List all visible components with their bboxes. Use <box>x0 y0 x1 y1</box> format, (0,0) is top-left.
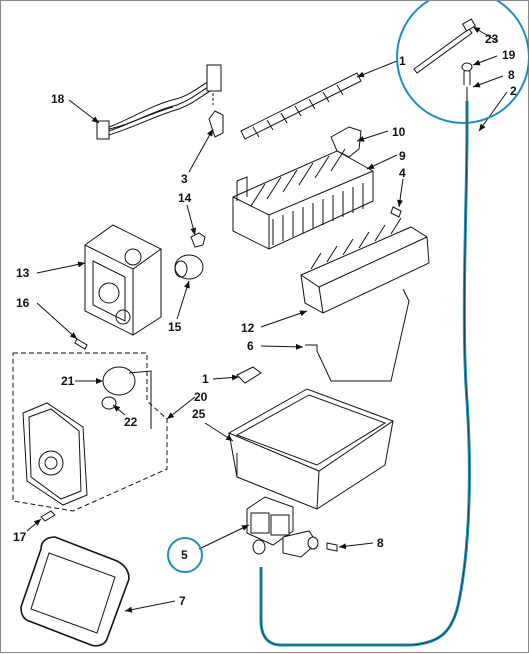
control-housing-part <box>84 224 162 336</box>
callout-12: 12 <box>241 321 255 335</box>
callout-22: 22 <box>124 415 138 429</box>
callout-4: 4 <box>399 166 406 180</box>
callout-8b: 8 <box>377 536 384 550</box>
screw-part <box>390 206 402 218</box>
callout-21: 21 <box>61 374 75 388</box>
tag-part <box>236 366 262 384</box>
shutoff-arm-part <box>305 288 410 382</box>
callout-3: 3 <box>181 172 188 186</box>
ice-mold-part <box>232 148 374 250</box>
screw-part-16 <box>74 338 88 350</box>
fill-tube-part <box>413 18 477 101</box>
ice-stripper-part <box>300 217 430 314</box>
screw-part-17 <box>40 510 56 522</box>
wire-harness-part <box>96 64 222 140</box>
water-tube-line <box>260 101 470 646</box>
motor-assembly-part <box>101 366 152 429</box>
callout-15: 15 <box>168 320 182 334</box>
callout-20: 20 <box>194 390 208 404</box>
pad-part <box>20 536 130 647</box>
highlight-circle-tube <box>396 1 529 124</box>
callout-18: 18 <box>51 92 65 106</box>
callout-25: 25 <box>192 407 206 421</box>
callout-5: 5 <box>181 548 188 562</box>
module-kit-box <box>12 352 168 512</box>
callout-19: 19 <box>502 48 516 62</box>
callout-8: 8 <box>508 68 515 82</box>
thermostat-part <box>190 232 206 248</box>
callout-17: 17 <box>13 530 27 544</box>
highlight-overlay <box>167 1 529 647</box>
callout-2: 2 <box>510 84 517 98</box>
motor-part <box>174 254 204 280</box>
callout-9: 9 <box>399 149 406 163</box>
callout-7: 7 <box>179 594 186 608</box>
callout-6: 6 <box>247 339 254 353</box>
callout-16: 16 <box>16 296 30 310</box>
leader-lines <box>26 26 508 613</box>
callout-1: 1 <box>399 54 406 68</box>
water-valve-part <box>246 496 319 558</box>
callout-1b: 1 <box>202 372 209 386</box>
module-cover-part <box>22 402 88 506</box>
ice-bin-part <box>227 388 395 510</box>
callout-14: 14 <box>178 191 192 205</box>
highlight-circle-valve <box>167 537 203 573</box>
callout-23: 23 <box>485 32 499 46</box>
ejector-part <box>240 72 362 140</box>
callout-13: 13 <box>16 266 30 280</box>
screw-part-8 <box>326 542 338 552</box>
callout-10: 10 <box>392 125 406 139</box>
clip-part <box>208 110 224 138</box>
